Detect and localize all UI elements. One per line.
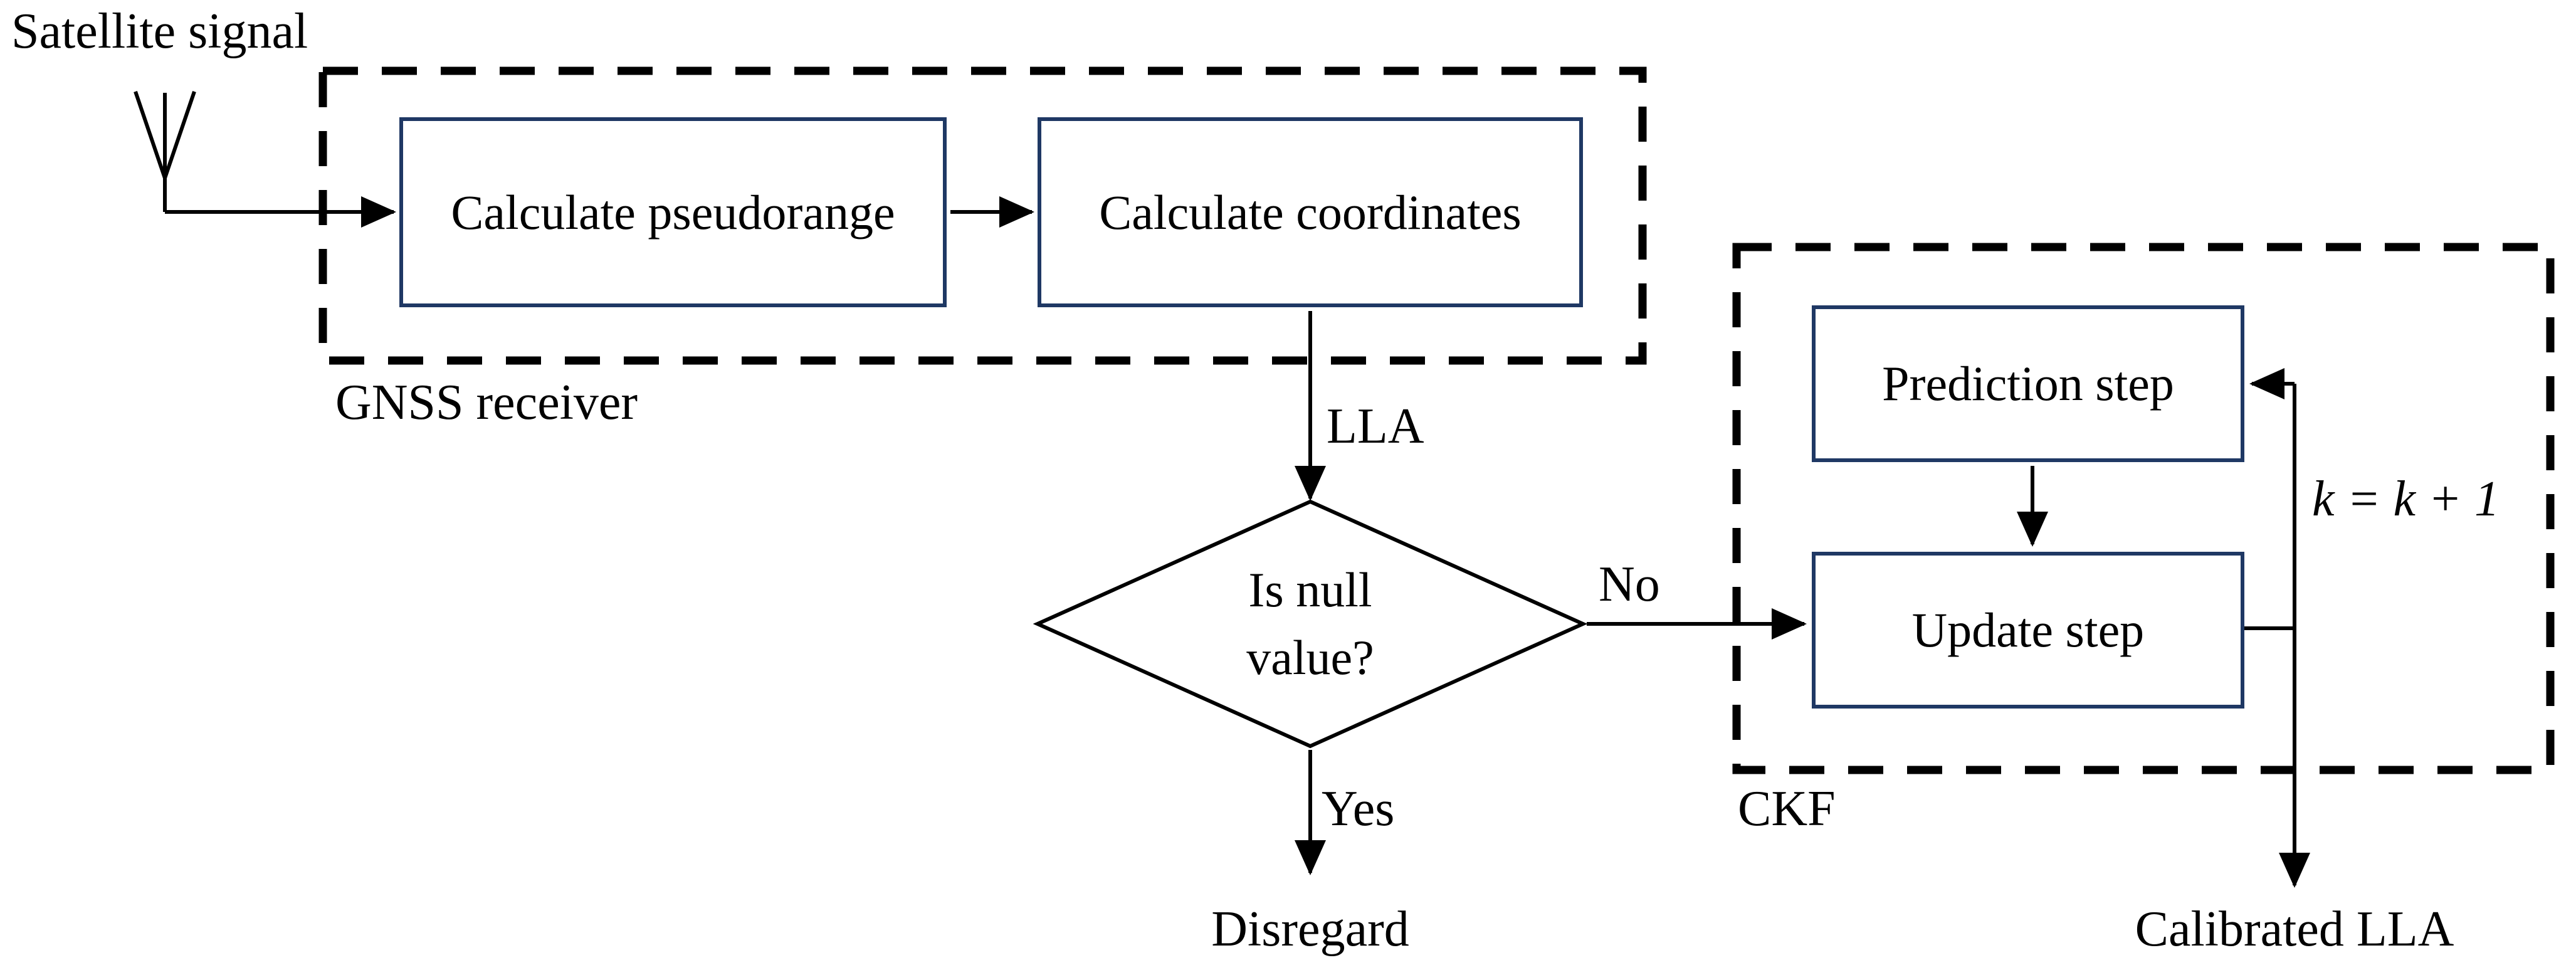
decision-question-line2: value? [1246, 630, 1374, 685]
calculate-pseudorange-label: Calculate pseudorange [451, 184, 895, 240]
calculate-pseudorange-box: Calculate pseudorange [399, 117, 947, 307]
prediction-step-label: Prediction step [1882, 356, 2174, 411]
antenna-icon [134, 91, 196, 212]
no-branch-label: No [1599, 557, 1660, 612]
disregard-label: Disregard [1211, 902, 1409, 957]
ckf-label: CKF [1738, 781, 1836, 836]
yes-branch-label: Yes [1322, 781, 1395, 836]
decision-question-line1: Is null [1248, 562, 1372, 618]
ckf-boundary [1732, 243, 2555, 774]
lla-label: LLA [1327, 399, 1424, 454]
prediction-step-box: Prediction step [1812, 305, 2244, 462]
decision-question: Is null value? [1038, 536, 1583, 712]
satellite-signal-label: Satellite signal [11, 4, 308, 59]
calculate-coordinates-label: Calculate coordinates [1099, 184, 1522, 240]
gnss-receiver-label: GNSS receiver [335, 375, 638, 430]
calculate-coordinates-box: Calculate coordinates [1038, 117, 1583, 307]
calibrated-lla-label: Calibrated LLA [2135, 902, 2454, 957]
loop-counter-label: k = k + 1 [2312, 472, 2500, 527]
update-step-label: Update step [1911, 603, 2145, 658]
update-step-box: Update step [1812, 552, 2244, 709]
gnss-receiver-boundary [318, 66, 1647, 365]
decision-diamond [1033, 499, 1588, 749]
